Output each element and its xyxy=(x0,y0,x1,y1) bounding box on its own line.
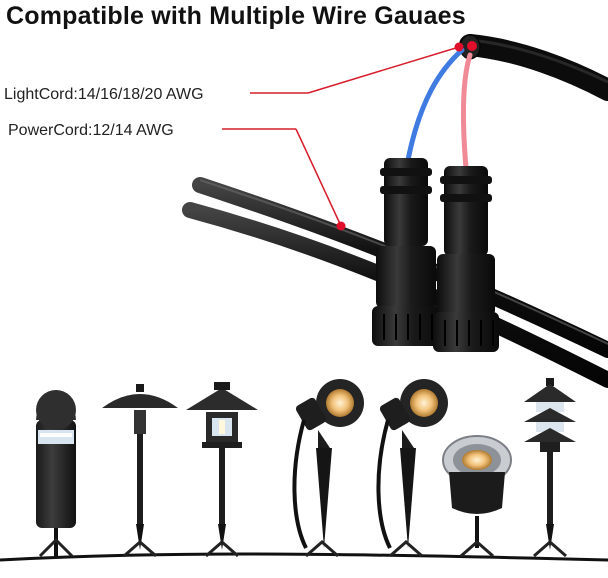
tiered-pagoda-light-icon xyxy=(524,378,576,558)
bollard-light-icon xyxy=(36,390,76,558)
red-wire xyxy=(460,52,473,171)
spotlight-icon xyxy=(376,379,448,558)
callout-power-cord xyxy=(222,128,346,231)
in-ground-well-light-icon xyxy=(442,435,512,558)
page-title: Compatible with Multiple Wire Gauaes xyxy=(6,2,466,30)
pagoda-lantern-icon xyxy=(186,382,258,558)
bottom-power-line xyxy=(0,552,608,562)
light-cord-label: LightCord:14/16/18/20 AWG xyxy=(4,86,204,103)
wire-connector-right xyxy=(433,166,499,352)
wire-connector-left xyxy=(372,158,440,346)
blue-wire xyxy=(405,47,465,163)
callout-light-cord xyxy=(250,42,464,94)
mushroom-path-light-icon xyxy=(102,384,178,558)
power-cord-label: PowerCord:12/14 AWG xyxy=(8,122,174,139)
light-cord-cable xyxy=(459,34,608,101)
spotlight-icon xyxy=(292,379,364,558)
